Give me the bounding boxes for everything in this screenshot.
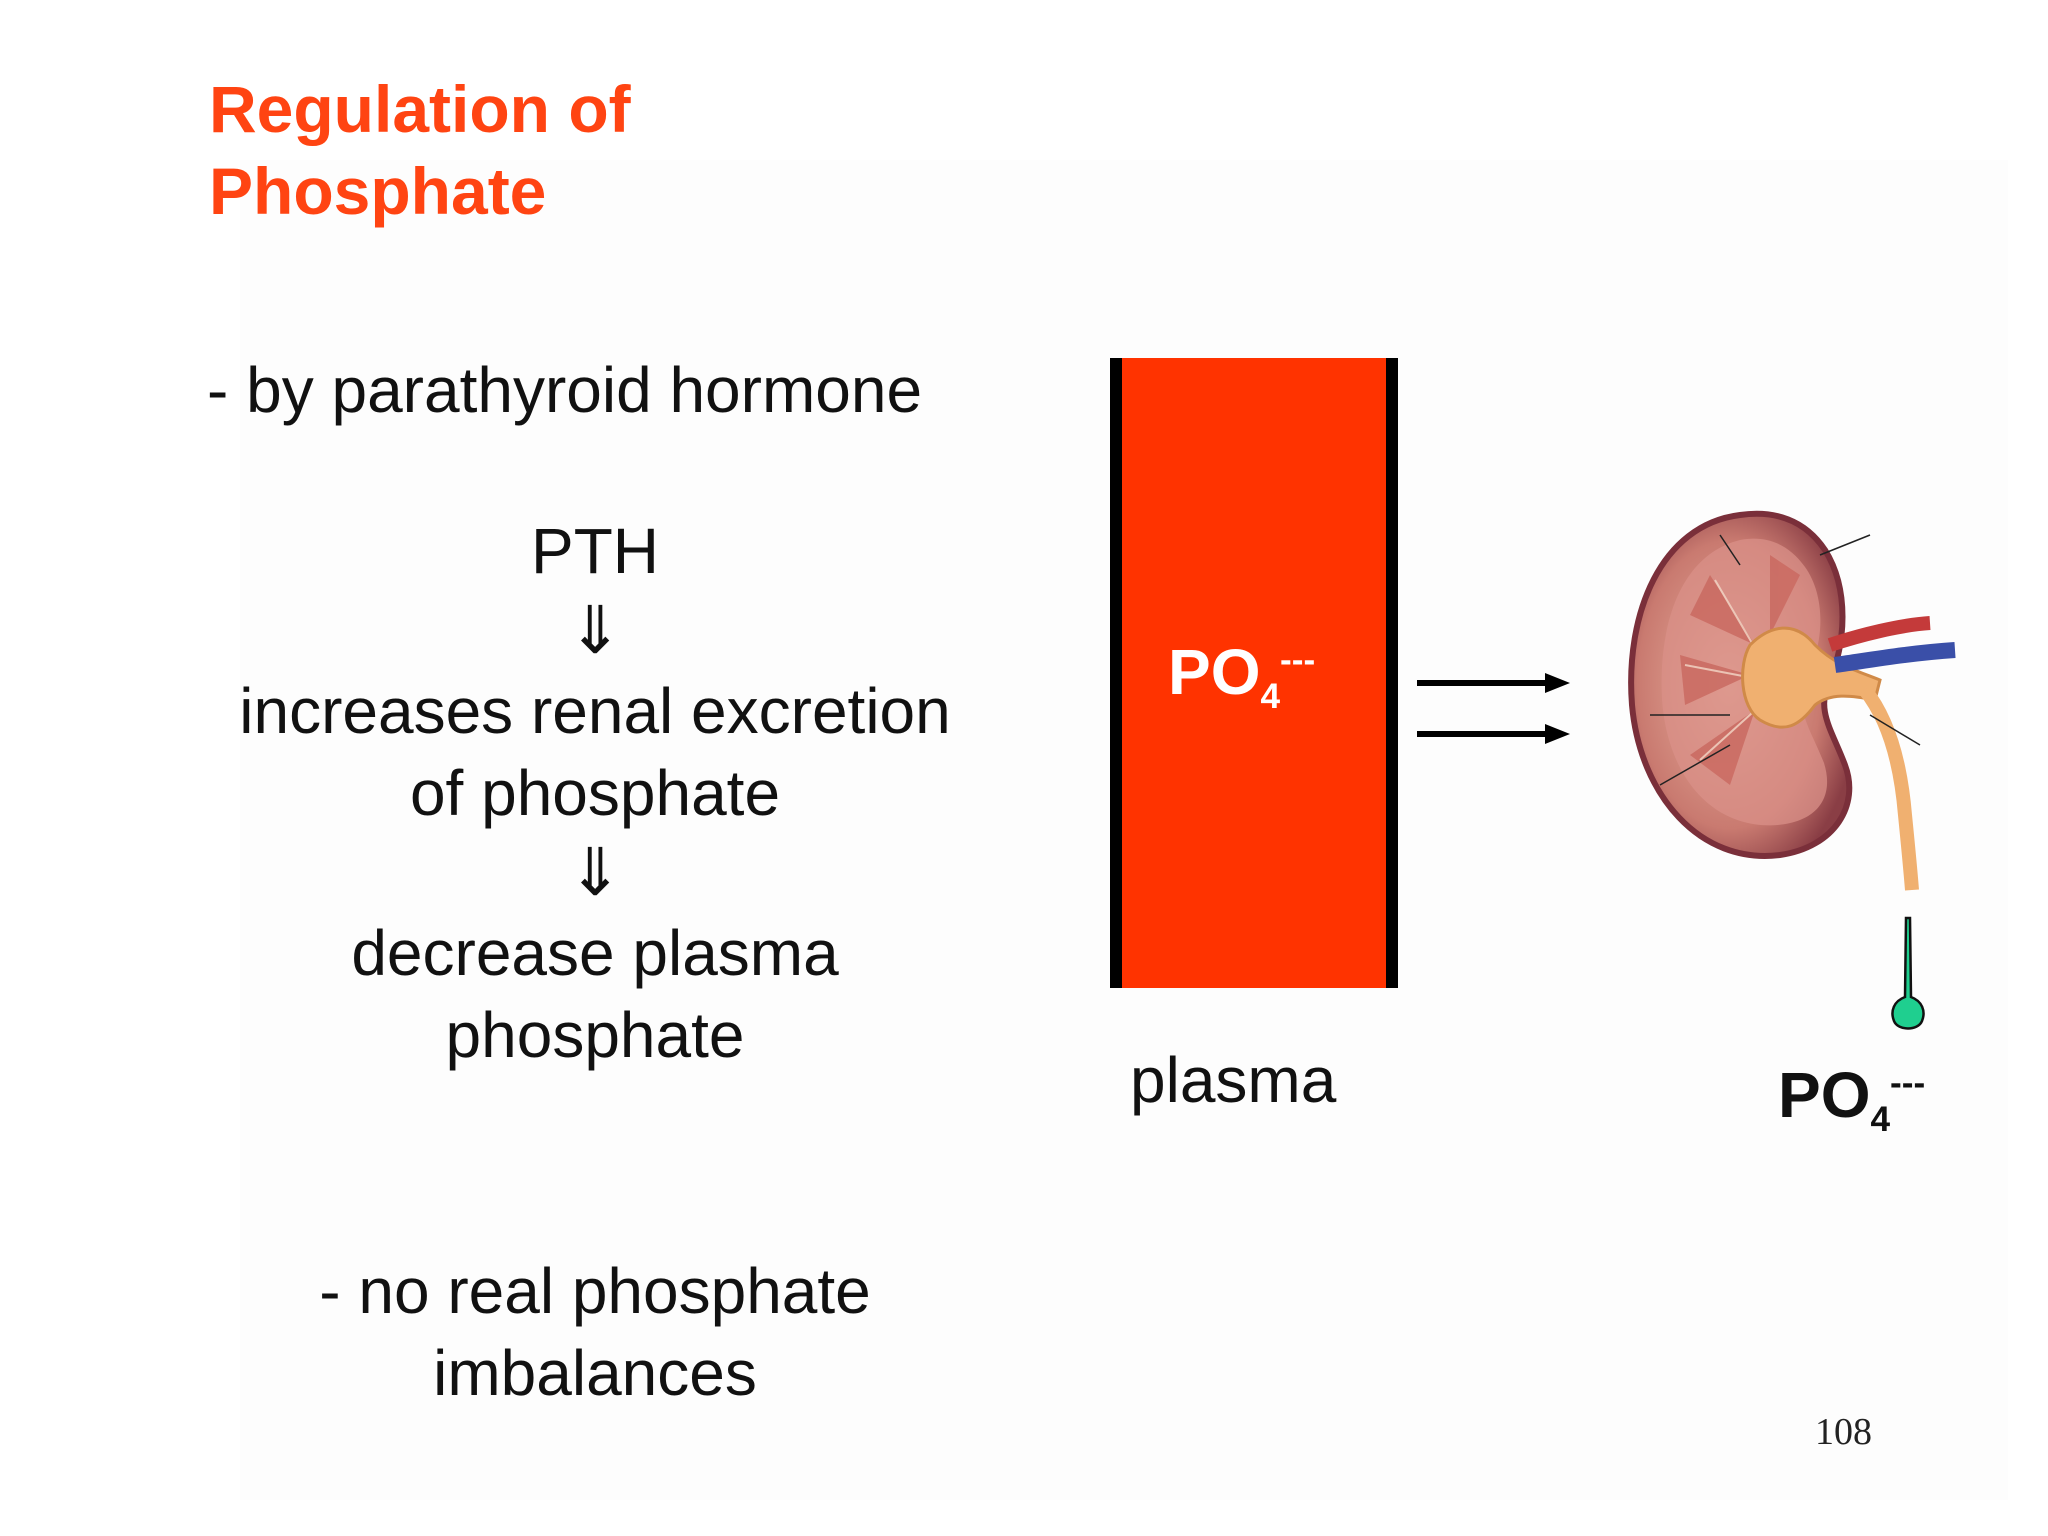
- urine-phosphate-label: PO4---: [1778, 1058, 1926, 1137]
- plasma-compartment: [1110, 358, 1398, 988]
- flow-step-decrease-line1: decrease plasma: [351, 917, 839, 989]
- flow-step-decrease-line2: phosphate: [445, 999, 745, 1071]
- bullet-parathyroid: - by parathyroid hormone: [207, 354, 923, 426]
- kidney-illustration: [1628, 510, 1956, 891]
- urine-ion-superscript: ---: [1890, 1063, 1926, 1103]
- slide-title: Regulation of Phosphate: [209, 68, 1009, 232]
- urine-drop-icon: [1891, 916, 1925, 1030]
- urine-ion-base: PO: [1778, 1059, 1871, 1131]
- plasma-ion-superscript: ---: [1280, 640, 1316, 680]
- plasma-caption: plasma: [1130, 1044, 1337, 1116]
- flow-step-excretion-line2: of phosphate: [409, 757, 781, 829]
- down-arrow-icon: ⇓: [567, 834, 623, 911]
- flow-step-excretion-line1: increases renal excretion: [239, 675, 951, 747]
- right-arrows-icon: [1417, 673, 1570, 744]
- bullet-no-imbalances: - no real phosphate imbalances: [200, 1250, 990, 1414]
- title-line-1: Regulation of: [209, 72, 631, 146]
- pth-flow: PTH ⇓ increases renal excretion of phosp…: [200, 510, 990, 1076]
- urine-ion-subscript: 4: [1870, 1099, 1891, 1139]
- title-line-2: Phosphate: [209, 154, 547, 228]
- plasma-phosphate-label: PO4---: [1168, 635, 1316, 714]
- plasma-ion-base: PO: [1168, 636, 1261, 708]
- bullet2-line2: imbalances: [433, 1337, 757, 1409]
- bullet2-line1: - no real phosphate: [319, 1255, 871, 1327]
- flow-step-pth: PTH: [531, 515, 659, 587]
- plasma-ion-subscript: 4: [1260, 676, 1281, 716]
- down-arrow-icon: ⇓: [567, 592, 623, 669]
- page-number: 108: [1815, 1411, 1872, 1453]
